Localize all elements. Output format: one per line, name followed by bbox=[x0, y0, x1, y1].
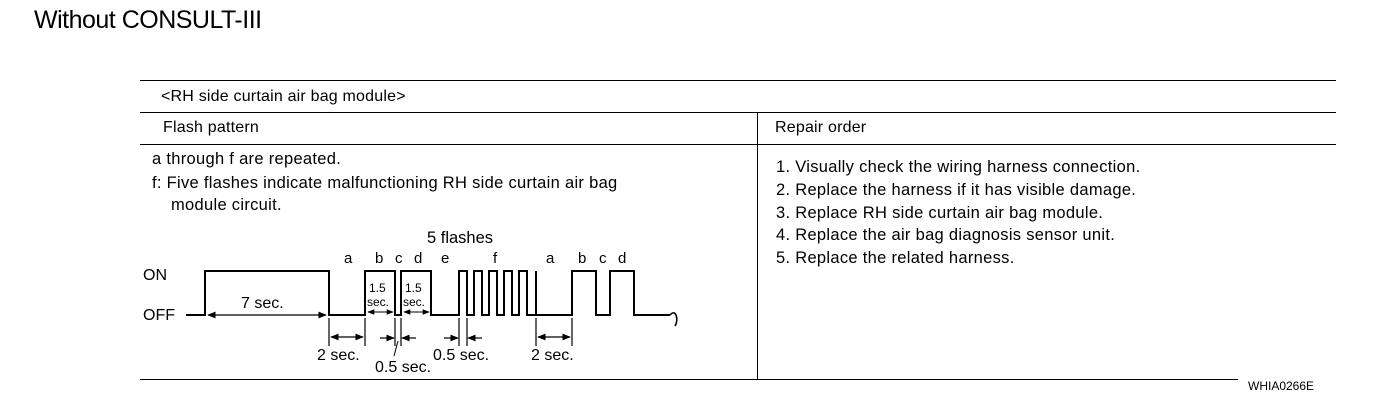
repair-order-header: Repair order bbox=[775, 119, 867, 136]
five-flashes-label: 5 flashes bbox=[427, 229, 493, 247]
pulse-duration-top: 1.5 bbox=[369, 281, 386, 295]
segment-letter: e bbox=[441, 250, 449, 267]
segment-letter: a bbox=[546, 250, 555, 267]
page-title: Without CONSULT-III bbox=[34, 6, 262, 34]
table-top-rule bbox=[140, 80, 1336, 81]
leader-line bbox=[393, 340, 399, 357]
segment-letter: f bbox=[493, 250, 498, 267]
section-rule bbox=[140, 112, 1336, 113]
flash-waveform bbox=[186, 270, 670, 316]
segment-letter: d bbox=[414, 250, 422, 267]
repair-step: 1. Visually check the wiring harness con… bbox=[776, 158, 1141, 176]
off-label: OFF bbox=[143, 307, 175, 324]
flash-note: a through f are repeated. bbox=[152, 150, 342, 168]
repair-order-list: 1. Visually check the wiring harness con… bbox=[776, 156, 1140, 270]
duration-label-2-sec: 2 sec. bbox=[317, 347, 360, 364]
duration-label-0-5-sec: 0.5 sec. bbox=[433, 347, 489, 364]
pulse-duration-top: 1.5 bbox=[405, 281, 422, 295]
pulse-duration-bottom: sec. bbox=[367, 295, 389, 309]
repair-step: 5. Replace the related harness. bbox=[776, 249, 1015, 268]
segment-letter: b bbox=[578, 250, 586, 267]
duration-label-0-5-sec: 0.5 sec. bbox=[375, 359, 431, 376]
column-divider bbox=[757, 112, 758, 380]
header-rule bbox=[140, 144, 1336, 145]
repair-step: 4. Replace the air bag diagnosis sensor … bbox=[776, 226, 1116, 245]
flash-pattern-header: Flash pattern bbox=[163, 119, 259, 136]
pulse-duration-bottom: sec. bbox=[403, 295, 425, 309]
repair-step: 2. Replace the harness if it has visible… bbox=[776, 180, 1137, 199]
segment-letter: a bbox=[344, 250, 353, 267]
flash-note: f: Five flashes indicate malfunctioning … bbox=[152, 174, 618, 192]
duration-label-7-sec: 7 sec. bbox=[241, 295, 284, 312]
repair-step: 3. Replace RH side curtain air bag modul… bbox=[776, 203, 1104, 222]
on-label: ON bbox=[143, 267, 167, 284]
flash-note: module circuit. bbox=[171, 196, 282, 214]
segment-letter: c bbox=[599, 250, 607, 267]
segment-letter: d bbox=[618, 250, 626, 267]
segment-letter: c bbox=[395, 250, 403, 267]
section-label: <RH side curtain air bag module> bbox=[161, 88, 406, 105]
table-bottom-rule bbox=[140, 379, 1238, 380]
segment-letter: b bbox=[375, 250, 383, 267]
duration-label-2-sec: 2 sec. bbox=[531, 347, 574, 364]
break-mark bbox=[669, 312, 678, 327]
figure-code: WHIA0266E bbox=[1248, 379, 1315, 393]
